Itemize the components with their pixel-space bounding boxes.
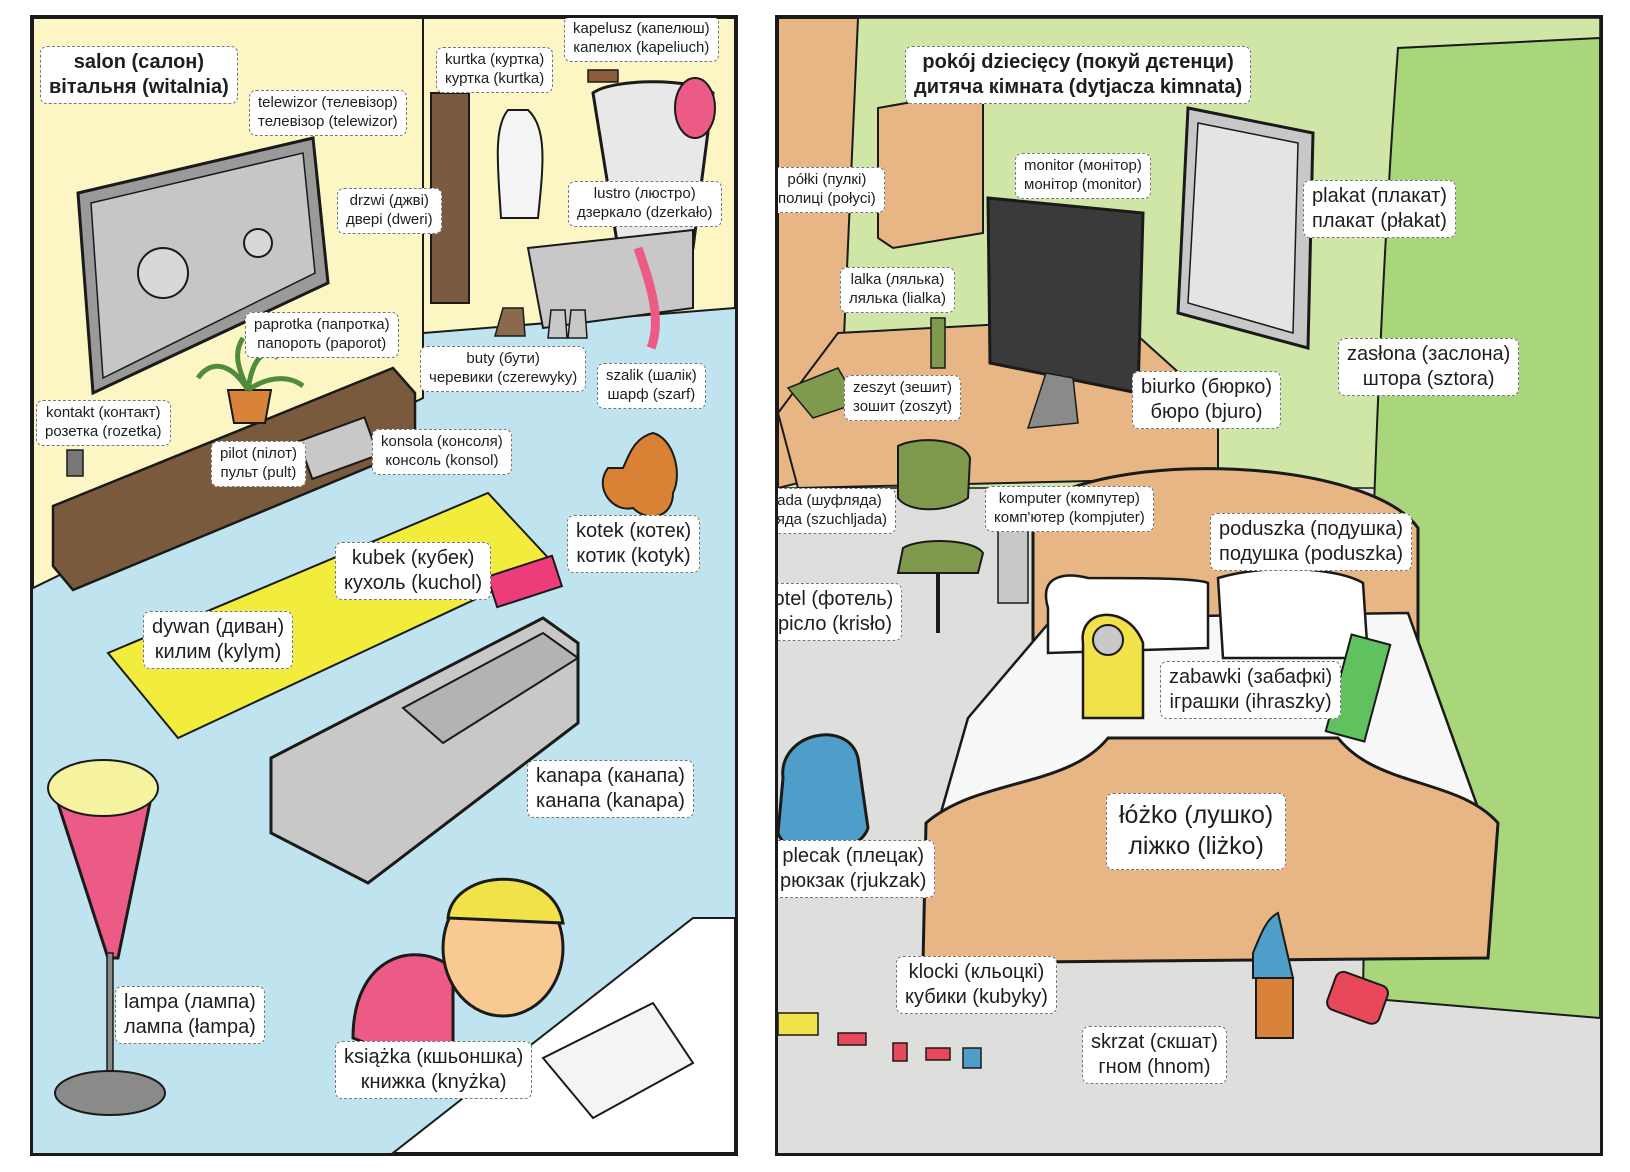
label-szalik: szalik (шалік) шарф (szarf) — [597, 363, 706, 409]
label-buty: buty (бути) черевики (czerewyky) — [420, 346, 587, 392]
label-lustro: lustro (люстро) дзеркало (dzerkało) — [568, 181, 722, 227]
label-kurtka: kurtka (куртка) куртка (kurtka) — [436, 47, 554, 93]
label-paprotka: paprotka (папротка) папороть (paporot) — [245, 312, 399, 358]
label-lozko: łóżko (лушко) ліжко (liżko) — [1106, 793, 1287, 870]
label-skrzat: skrzat (скшат) гном (hnom) — [1082, 1026, 1227, 1084]
label-dywan: dywan (диван) килим (kylym) — [143, 611, 294, 669]
room-title-kids-room: pokój dziecięcy (покуй дєтенци) дитяча к… — [905, 46, 1252, 104]
kids-room-panel: pokój dziecięcy (покуй дєтенци) дитяча к… — [775, 15, 1603, 1156]
title-line-1: salon (салон) — [73, 51, 205, 73]
pillow-right — [1216, 567, 1370, 660]
living-room-illustration — [33, 18, 735, 1153]
label-zeszyt: zeszyt (зешит) зошит (zoszyt) — [844, 375, 962, 421]
label-ksiazka: książka (кшьоншка) книжка (knyżka) — [335, 1041, 533, 1099]
room-title-living-room: salon (салон) вітальня (witalnia) — [40, 46, 238, 104]
label-szuflada: szuflada (шуфляда) шухляда (szuchljada) — [778, 488, 897, 534]
label-plecak: plecak (плецак) рюкзак (rjukzak) — [778, 840, 936, 898]
label-kapelusz: kapelusz (капелюш) капелюх (kapeliuch) — [564, 18, 719, 62]
label-drzwi: drzwi (джві) двері (dweri) — [337, 188, 442, 234]
label-poduszka: poduszka (подушка) подушка (poduszka) — [1210, 513, 1413, 571]
label-monitor: monitor (монітор) монітор (monitor) — [1015, 153, 1151, 199]
side-table — [486, 554, 564, 609]
title-line-2: дитяча кімната (dytjacza kimnata) — [914, 76, 1243, 98]
label-lalka: lalka (лялька) лялька (lialka) — [840, 267, 956, 313]
computer — [997, 522, 1029, 604]
label-kanapa: kanapa (канапа) канапа (kanapa) — [527, 760, 694, 818]
label-fotel: fotel (фотель) крісло (krisło) — [778, 583, 903, 641]
label-komputer: komputer (компутер) комп'ютер (kompjuter… — [985, 486, 1154, 532]
handheld-console — [1326, 970, 1389, 1025]
desk-chair — [897, 439, 972, 511]
label-telewizor: telewizor (телевізор) телевізор (telewiz… — [249, 90, 407, 136]
blocks — [837, 1032, 867, 1046]
label-klocki: klocki (кльоцкі) кубики (kubyky) — [896, 956, 1057, 1014]
hat — [587, 69, 619, 83]
label-konsola: konsola (консоля) консоль (konsol) — [372, 429, 512, 475]
label-pilot: pilot (пілот) пульт (pult) — [211, 441, 306, 487]
living-room-panel: salon (салон) вітальня (witalnia) telewi… — [30, 15, 738, 1156]
label-kotek: kotek (котек) котик (kotyk) — [567, 515, 701, 573]
label-kontakt: kontakt (контакт) розетка (rozetka) — [36, 400, 171, 446]
cat — [601, 431, 678, 518]
label-plakat: plakat (плакат) плакат (płakat) — [1303, 180, 1456, 238]
monitor — [986, 196, 1145, 395]
scarf — [633, 246, 660, 350]
gnome — [1252, 911, 1295, 979]
doll — [930, 317, 946, 369]
label-zaslona: zasłona (заслона) штора (sztora) — [1338, 338, 1520, 396]
fern-pot — [226, 389, 273, 424]
label-kubek: kubek (кубек) кухоль (kuchol) — [335, 542, 492, 600]
title-line-2: вітальня (witalnia) — [49, 76, 229, 98]
title-line-1: pokój dziecięcy (покуй дєтенци) — [922, 51, 1234, 73]
outlet — [66, 449, 84, 477]
boots — [494, 307, 526, 337]
coat — [496, 109, 544, 219]
shelves — [877, 91, 984, 250]
label-lampa: lampa (лампа) лампа (łampa) — [115, 986, 265, 1044]
label-biurko: biurko (бюрко) бюро (bjuro) — [1132, 371, 1282, 429]
label-zabawki: zabawki (забафкі) іграшки (ihraszky) — [1160, 661, 1342, 719]
backpack — [778, 733, 870, 855]
label-polki: półki (пулкі) полиці (połyci) — [778, 167, 885, 213]
book — [541, 1001, 695, 1120]
